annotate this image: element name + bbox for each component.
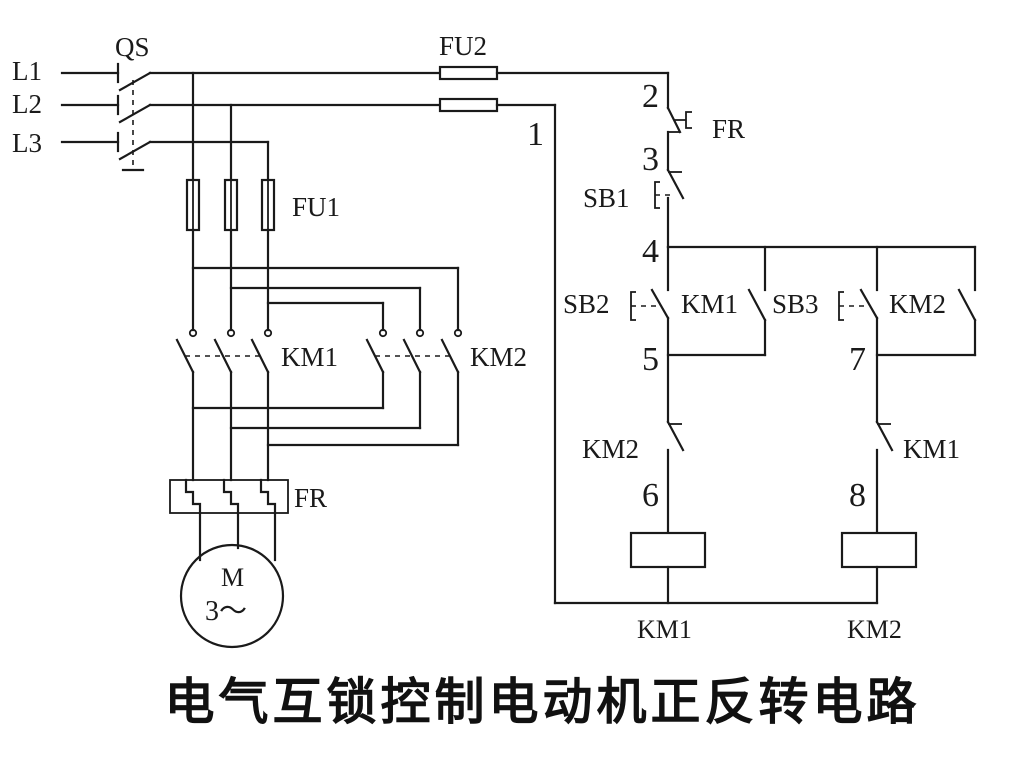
- label-fu2: FU2: [439, 31, 487, 61]
- node-1: 1: [527, 116, 544, 153]
- control-circuit: [438, 65, 977, 605]
- node-4: 4: [642, 233, 659, 270]
- node-5: 5: [642, 341, 659, 378]
- fr-thermal-element: [169, 478, 289, 515]
- node-7: 7: [849, 341, 866, 378]
- label-km2-hold: KM2: [889, 289, 946, 319]
- label-km2-main: KM2: [470, 342, 527, 372]
- diagram-caption: 电气互锁控制电动机正反转电路: [164, 673, 921, 731]
- labels: L1 L2 L3 QS FU2 FU1 KM1 KM2 FR M 3～ 1 2 …: [12, 31, 960, 644]
- label-km2-interlock: KM2: [582, 434, 639, 464]
- label-km2-coil: KM2: [847, 615, 902, 644]
- km1-coil: [629, 531, 707, 569]
- node-3: 3: [642, 141, 659, 178]
- sb3-reverse-button: [838, 288, 879, 321]
- node-2: 2: [642, 78, 659, 115]
- motor: [179, 543, 285, 649]
- fu1-fuses: [185, 178, 276, 232]
- label-l3: L3: [12, 128, 42, 158]
- label-sb1: SB1: [583, 183, 630, 213]
- label-sb2: SB2: [563, 289, 610, 319]
- km1-main-contacts: [175, 328, 273, 374]
- km2-coil: [840, 531, 918, 569]
- label-km1-hold: KM1: [681, 289, 738, 319]
- node-8: 8: [849, 477, 866, 514]
- km2-main-contacts: [365, 328, 463, 374]
- km1-interlock-contact: [875, 420, 894, 452]
- label-motor-m: M: [221, 563, 244, 592]
- fr-nc-contact: [666, 106, 692, 134]
- qs-switch: [116, 62, 152, 172]
- sb1-stop-button: [654, 168, 685, 209]
- label-km1-main: KM1: [281, 342, 338, 372]
- label-fu1: FU1: [292, 192, 340, 222]
- sb2-forward-button: [630, 288, 670, 321]
- label-fr-main: FR: [294, 483, 327, 513]
- label-l2: L2: [12, 89, 42, 119]
- label-km1-coil: KM1: [637, 615, 692, 644]
- label-qs: QS: [115, 32, 150, 62]
- km2-interlock-contact: [666, 420, 685, 452]
- label-fr-ctrl: FR: [712, 114, 745, 144]
- node-6: 6: [642, 477, 659, 514]
- km1-hold-contact: [747, 288, 767, 322]
- label-l1: L1: [12, 56, 42, 86]
- km2-hold-contact: [957, 288, 977, 322]
- main-circuit: [60, 62, 463, 649]
- label-sb3: SB3: [772, 289, 819, 319]
- label-km1-interlock: KM1: [903, 434, 960, 464]
- fu2-fuses: [438, 65, 499, 113]
- label-motor-phase: 3～: [205, 596, 247, 627]
